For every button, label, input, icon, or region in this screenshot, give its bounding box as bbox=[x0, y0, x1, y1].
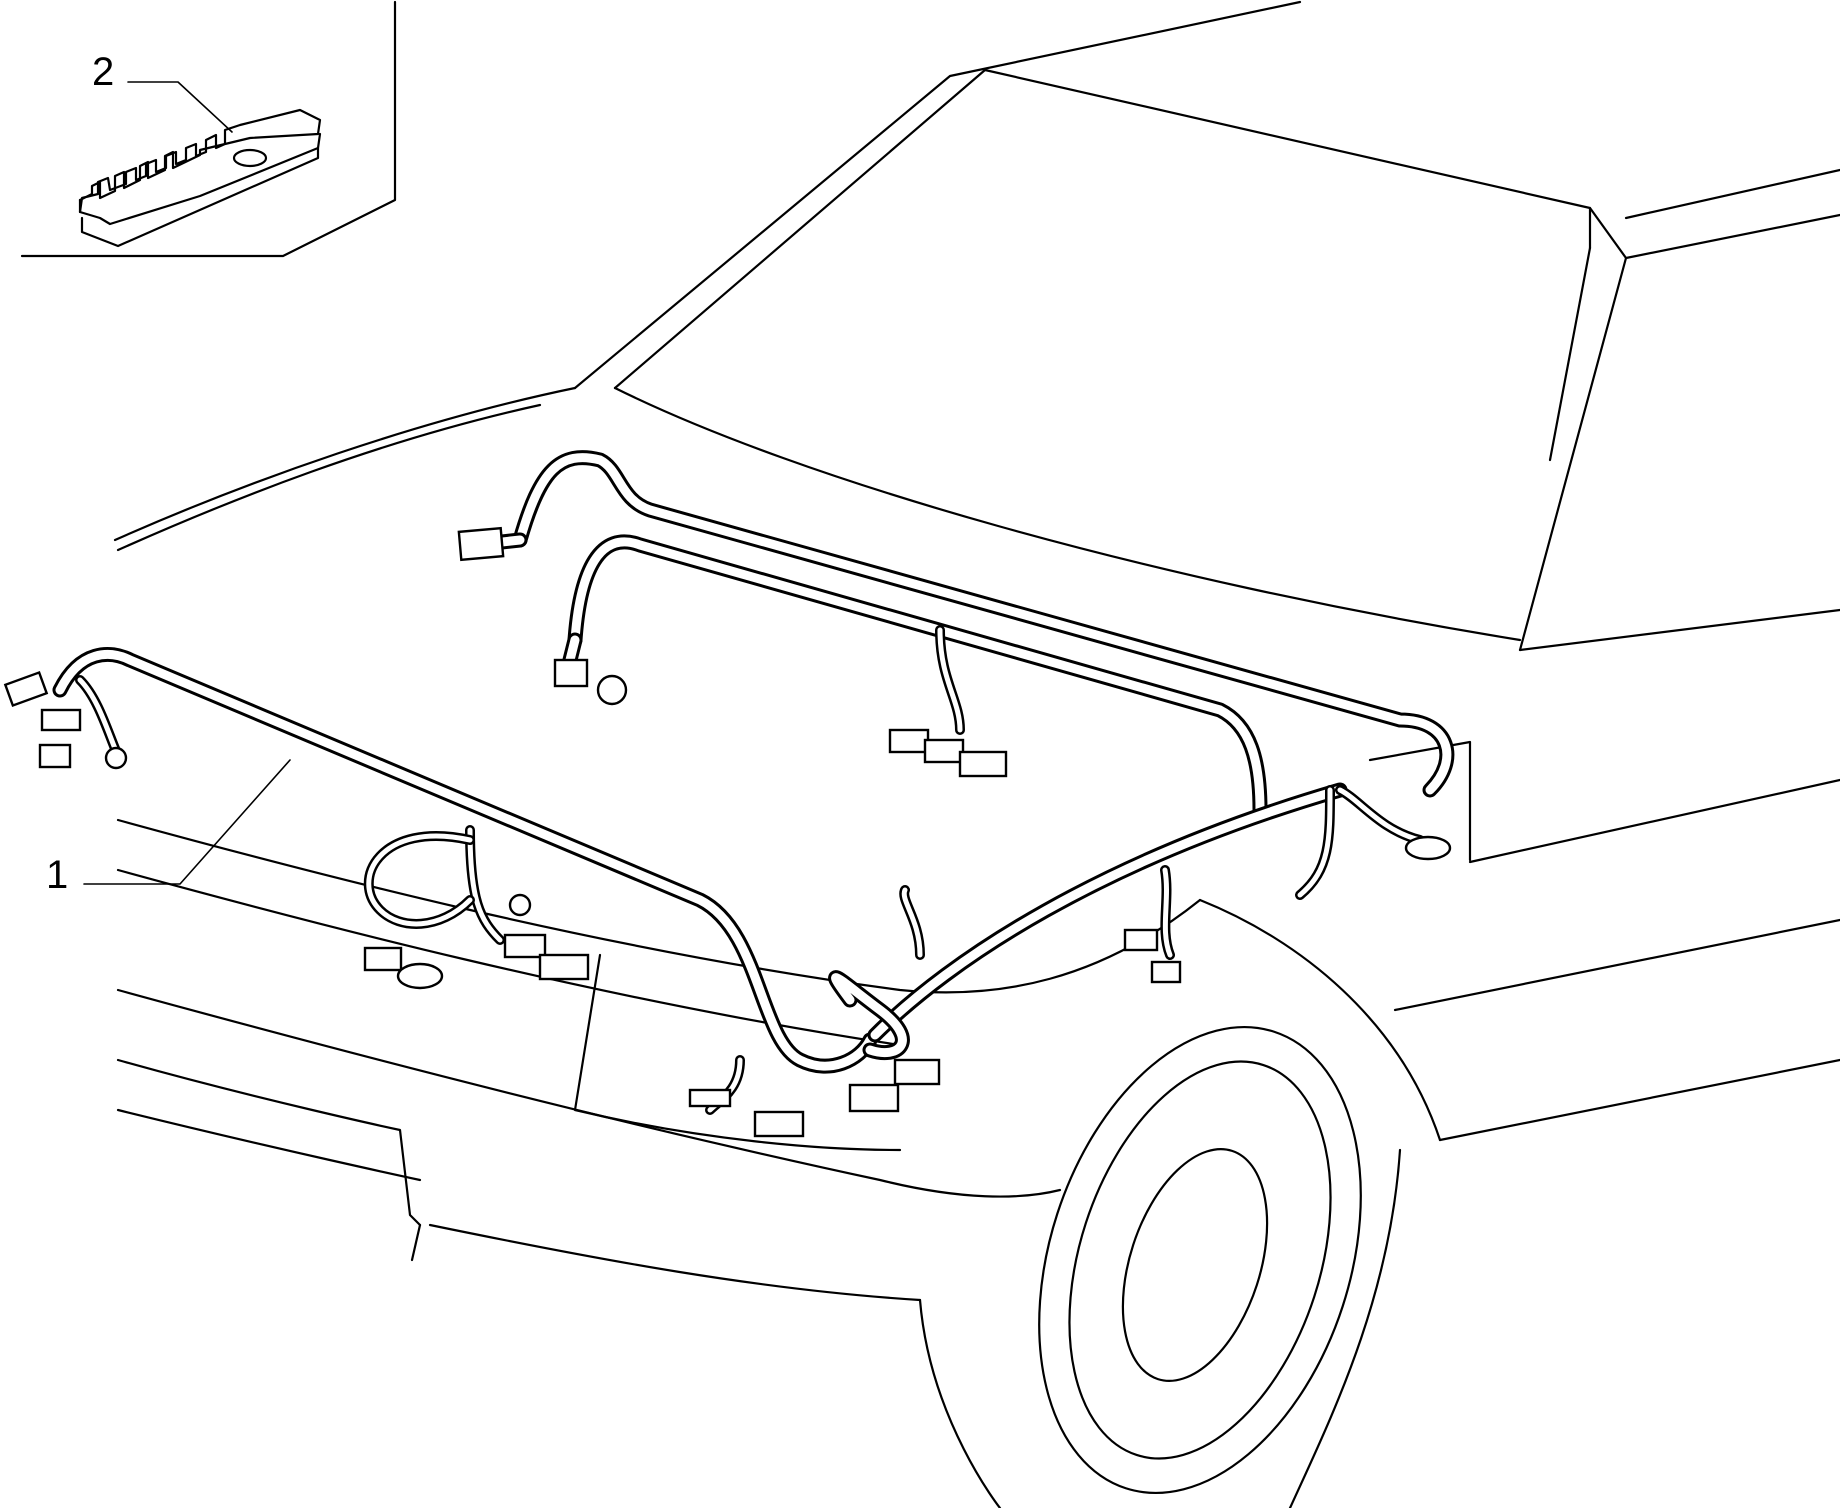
wiring-harness-drawing bbox=[3, 450, 1455, 1138]
car-body-outline bbox=[113, 0, 1840, 1508]
callout-2-number: 2 bbox=[92, 50, 114, 94]
cable-clip-drawing bbox=[78, 108, 322, 248]
callout-1: 1 bbox=[46, 759, 291, 897]
callout-2: 2 bbox=[92, 50, 233, 133]
inset-frame bbox=[20, 0, 397, 258]
callout-1-number: 1 bbox=[46, 853, 68, 897]
